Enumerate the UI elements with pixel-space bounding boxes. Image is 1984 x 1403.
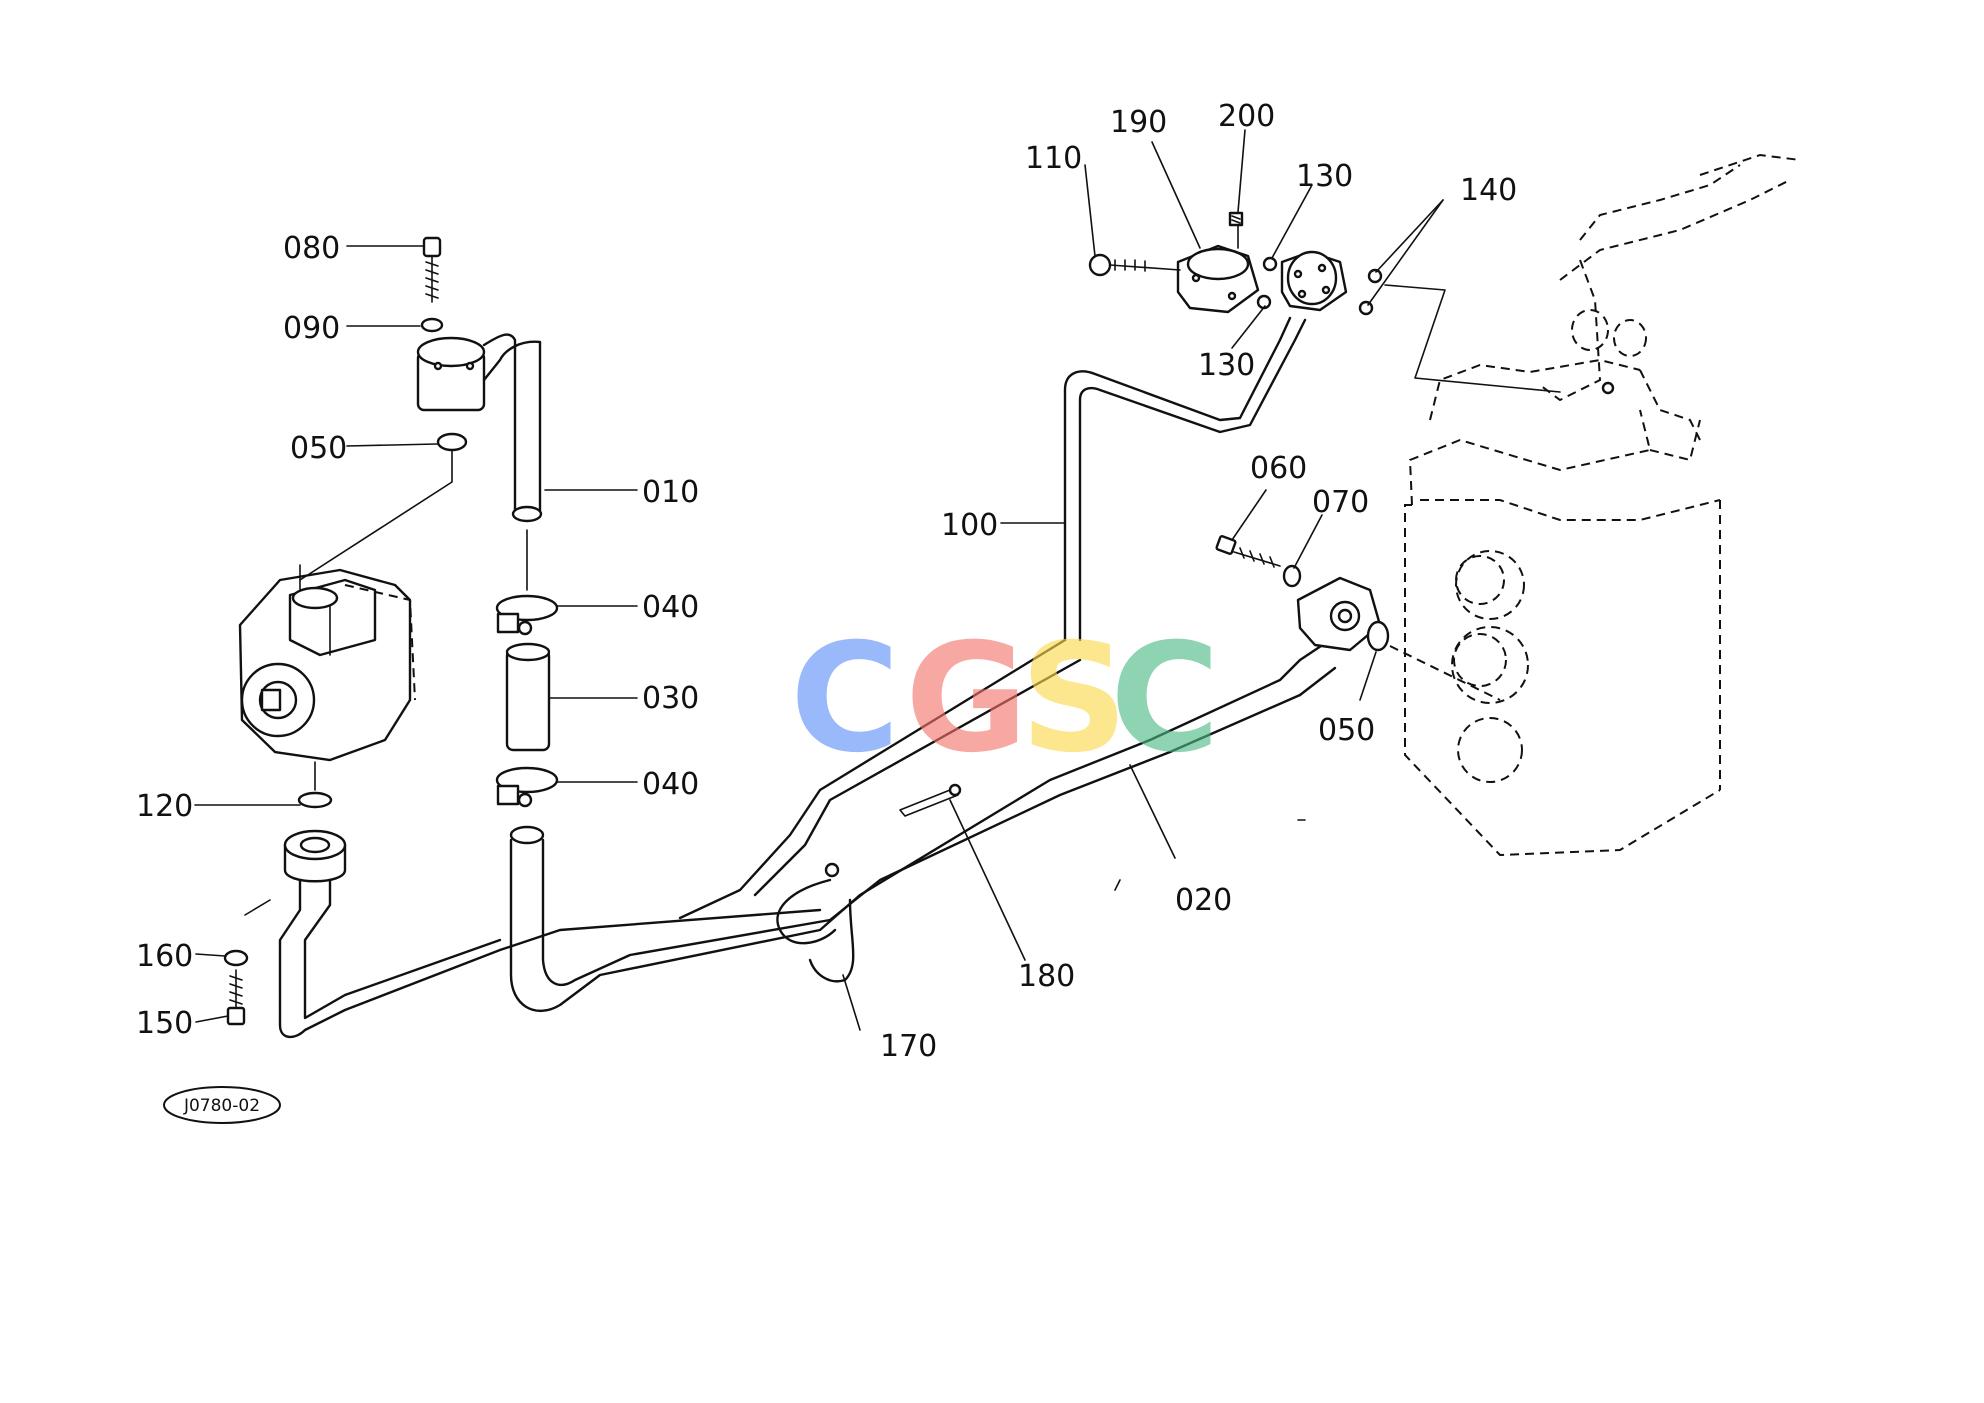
callout-080: 080 — [283, 231, 340, 266]
callout-180: 180 — [1018, 959, 1075, 994]
relief-valve-assembly — [1088, 211, 1561, 393]
callout-060: 060 — [1250, 451, 1307, 486]
clip-180 — [899, 783, 962, 817]
return-pipe — [509, 658, 1302, 1013]
watermark: C G S C — [790, 612, 1220, 786]
callout-100: 100 — [941, 508, 998, 543]
callout-130-lower: 130 — [1198, 348, 1255, 383]
callout-170: 170 — [880, 1029, 937, 1064]
watermark-letter-c2: C — [1110, 612, 1220, 786]
watermark-letter-c1: C — [790, 612, 900, 786]
callout-110: 110 — [1025, 141, 1082, 176]
callout-040-lower: 040 — [642, 767, 699, 802]
watermark-letter-s: S — [1020, 612, 1128, 786]
transmission-housing — [1404, 153, 1801, 857]
callout-040-upper: 040 — [642, 590, 699, 625]
callout-050-right: 050 — [1318, 713, 1375, 748]
pipe-020 — [1296, 576, 1382, 697]
pipe-010 — [482, 333, 543, 591]
callout-190: 190 — [1110, 105, 1167, 140]
leader-lines — [194, 129, 1444, 1031]
callout-070: 070 — [1312, 485, 1369, 520]
drawing-code-text: J0780-02 — [183, 1096, 260, 1116]
hose-clamp-upper — [495, 594, 559, 636]
callout-030: 030 — [642, 681, 699, 716]
callout-020: 020 — [1175, 883, 1232, 918]
pipe-100 — [678, 316, 1307, 920]
pump-outlet-pipe — [223, 761, 822, 1039]
watermark-letter-g: G — [905, 612, 1028, 786]
hydraulic-pump — [238, 564, 416, 762]
flange-bolt-set — [1215, 535, 1501, 701]
callout-050-left: 050 — [290, 431, 347, 466]
pump-flange-block — [299, 236, 486, 581]
hose-clamp-lower — [495, 766, 559, 845]
callout-160: 160 — [136, 939, 193, 974]
callout-labels: 080 090 050 010 040 030 040 120 160 150 … — [136, 99, 1517, 1064]
drawing-code-badge: J0780-02 — [163, 1086, 281, 1124]
callout-010: 010 — [642, 475, 699, 510]
callout-130-upper: 130 — [1296, 159, 1353, 194]
callout-140: 140 — [1460, 173, 1517, 208]
callout-120: 120 — [136, 789, 193, 824]
hose-030 — [505, 642, 551, 752]
callout-090: 090 — [283, 311, 340, 346]
callout-200: 200 — [1218, 99, 1275, 134]
callout-150: 150 — [136, 1006, 193, 1041]
